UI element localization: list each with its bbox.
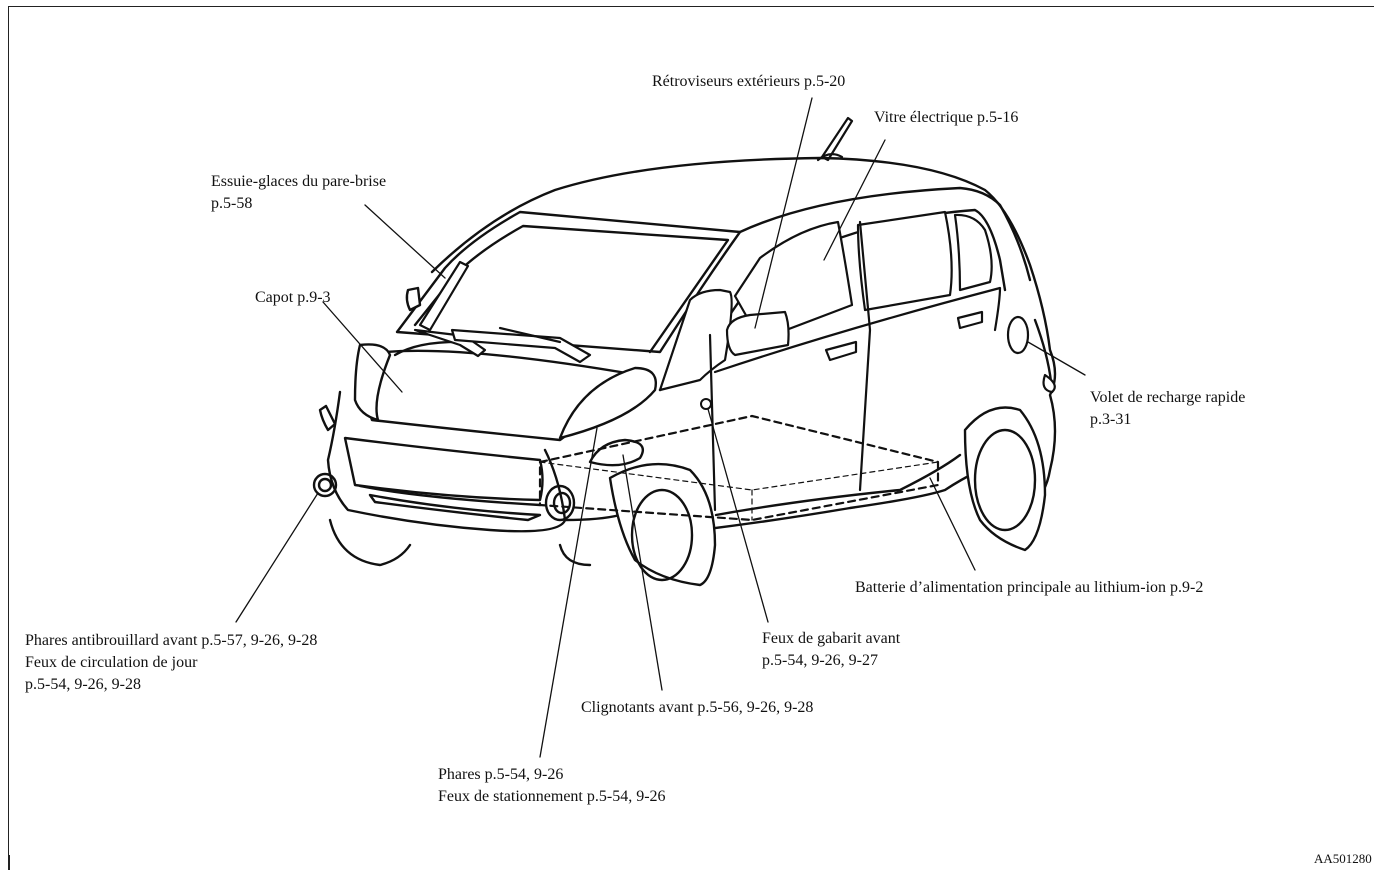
side-marker	[700, 398, 712, 410]
label-battery: Batterie d’alimentation principale au li…	[855, 579, 1204, 596]
side-mirror	[725, 310, 790, 357]
label-fog-2: Feux de circulation de jour	[25, 654, 198, 671]
label-hood: Capot p.9-3	[255, 289, 331, 306]
label-quick-charge-2: p.3-31	[1090, 411, 1132, 428]
page-frame	[8, 6, 1374, 861]
label-fog-3: p.5-54, 9-26, 9-28	[25, 676, 141, 693]
antenna	[816, 116, 854, 162]
leader-lines	[235, 97, 1086, 758]
front-lamps	[312, 286, 657, 522]
label-headlights-1: Phares p.5-54, 9-26	[438, 766, 564, 783]
figure-code: AA501280	[1314, 851, 1372, 866]
quick-charge-lid	[1006, 315, 1056, 394]
label-headlights-2: Feux de stationnement p.5-54, 9-26	[438, 788, 666, 805]
wipers	[413, 260, 592, 364]
car-body	[326, 156, 1057, 533]
frame-tick	[8, 855, 10, 870]
label-mirrors: Rétroviseurs extérieurs p.5-20	[652, 73, 846, 90]
label-side-marker-2: p.5-54, 9-26, 9-27	[762, 652, 878, 669]
label-wipers-2: p.5-58	[211, 195, 253, 212]
doors-windows	[658, 210, 1002, 512]
label-side-marker-1: Feux de gabarit avant	[762, 630, 901, 647]
label-power-window: Vitre électrique p.5-16	[874, 109, 1019, 126]
label-quick-charge-1: Volet de recharge rapide	[1090, 389, 1246, 406]
wheels	[328, 406, 1047, 587]
label-fog-1: Phares antibrouillard avant p.5-57, 9-26…	[25, 632, 318, 649]
battery-hidden-edges	[539, 461, 939, 521]
battery-outline	[538, 414, 940, 522]
label-wipers-1: Essuie-glaces du pare-brise	[211, 173, 387, 190]
label-turn-signal: Clignotants avant p.5-56, 9-26, 9-28	[581, 699, 814, 716]
